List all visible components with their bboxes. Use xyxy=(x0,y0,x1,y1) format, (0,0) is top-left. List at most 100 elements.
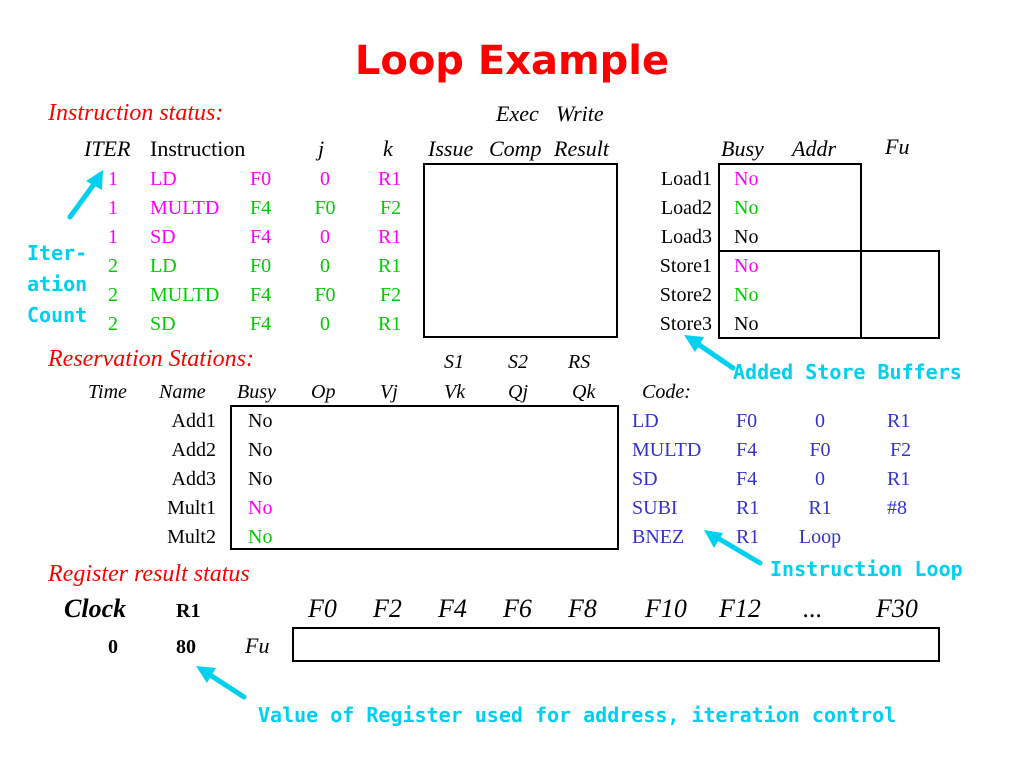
instruction-j: F0 xyxy=(314,197,336,219)
instruction-op: MULTD xyxy=(150,284,220,306)
code-op: MULTD xyxy=(632,439,702,461)
buffer-busy: No xyxy=(734,197,759,219)
instruction-j: 0 xyxy=(320,168,330,190)
col-busy: Busy xyxy=(721,136,764,161)
clock-label: Clock xyxy=(64,594,127,623)
col-fu: Fu xyxy=(885,134,910,159)
col-comp: Comp xyxy=(489,136,542,161)
buffer-name: Load3 xyxy=(660,226,712,248)
buffer-busy: No xyxy=(734,313,759,335)
rs-busy: No xyxy=(248,468,273,490)
instruction-k: F2 xyxy=(380,197,402,219)
code-arg1: R1 xyxy=(736,497,760,519)
code-arg2: R1 xyxy=(808,497,832,519)
code-op: LD xyxy=(632,410,659,432)
col-qk: Qk xyxy=(572,381,596,403)
col-issue: Issue xyxy=(428,136,474,161)
r1-value: 80 xyxy=(176,636,196,658)
col-vk: Vk xyxy=(444,381,466,403)
code-op: SUBI xyxy=(632,497,678,519)
code-arg3: #8 xyxy=(887,497,907,519)
arrowhead xyxy=(704,530,723,548)
instruction-j: 0 xyxy=(320,313,330,335)
arrowhead xyxy=(684,335,704,352)
added-store-buffers-note: Added Store Buffers xyxy=(733,360,962,384)
instruction-dest: F0 xyxy=(250,168,272,190)
register-status-box xyxy=(292,627,940,662)
rs-name: Mult2 xyxy=(167,526,216,548)
buffer-name: Store2 xyxy=(659,284,712,306)
rs-name: Mult1 xyxy=(167,497,216,519)
instruction-k: R1 xyxy=(378,255,402,277)
annotation-line: ation xyxy=(27,272,88,296)
code-arg1: R1 xyxy=(736,526,760,548)
col-code: Code: xyxy=(642,381,691,403)
reg-f6: F6 xyxy=(503,594,532,623)
buffer-name: Store1 xyxy=(659,255,712,277)
arrow-instruction-loop xyxy=(713,534,763,566)
rs-name: Add3 xyxy=(171,468,216,490)
instruction-dest: F4 xyxy=(250,313,272,335)
code-arg3: F2 xyxy=(890,439,912,461)
rs-busy: No xyxy=(248,526,273,548)
code-arg2: 0 xyxy=(815,468,825,490)
header-write: Write xyxy=(556,101,604,126)
iteration-count-note: Iter- ation Count xyxy=(27,238,87,331)
iter-value: 2 xyxy=(108,313,118,335)
col-instruction: Instruction xyxy=(150,136,246,161)
code-arg3: R1 xyxy=(887,410,911,432)
buffer-busy: No xyxy=(734,168,759,190)
reg-f4: F4 xyxy=(438,594,467,623)
code-op: BNEZ xyxy=(632,526,685,548)
reg-f30: F30 xyxy=(876,594,918,623)
reg-ellipsis: ... xyxy=(803,594,823,623)
instruction-k: R1 xyxy=(378,313,402,335)
reg-f8: F8 xyxy=(568,594,597,623)
col-qj: Qj xyxy=(508,381,528,403)
code-arg2: Loop xyxy=(798,526,842,548)
buffer-busy: No xyxy=(734,226,759,248)
page-title: Loop Example xyxy=(354,38,670,84)
instruction-op: LD xyxy=(150,168,177,190)
arrow-store-buffers xyxy=(692,339,736,371)
col-name: Name xyxy=(159,381,206,403)
col-iter: ITER xyxy=(84,136,131,161)
header-rs: RS xyxy=(568,351,591,373)
instruction-dest: F4 xyxy=(250,226,272,248)
code-arg1: F4 xyxy=(736,439,758,461)
reg-f2: F2 xyxy=(373,594,402,623)
header-s2: S2 xyxy=(508,351,528,373)
instruction-op: LD xyxy=(150,255,177,277)
instruction-j: 0 xyxy=(320,226,330,248)
reg-f12: F12 xyxy=(719,594,761,623)
instruction-k: R1 xyxy=(378,226,402,248)
buffer-busy: No xyxy=(734,284,759,306)
buffer-name: Load2 xyxy=(660,197,712,219)
col-j: j xyxy=(318,136,325,161)
iter-value: 1 xyxy=(108,197,118,219)
reg-f10: F10 xyxy=(645,594,687,623)
code-op: SD xyxy=(632,468,658,490)
rs-busy: No xyxy=(248,497,273,519)
iter-value: 2 xyxy=(108,284,118,306)
col-result: Result xyxy=(554,136,609,161)
reg-f0: F0 xyxy=(308,594,337,623)
buffer-name: Store3 xyxy=(659,313,712,335)
instruction-op: SD xyxy=(150,226,176,248)
col-time: Time xyxy=(88,381,127,403)
rs-name: Add1 xyxy=(171,410,216,432)
iter-value: 1 xyxy=(108,226,118,248)
instruction-k: F2 xyxy=(380,284,402,306)
arrowhead xyxy=(196,666,216,683)
rs-busy: No xyxy=(248,410,273,432)
code-arg3: R1 xyxy=(887,468,911,490)
iter-value: 2 xyxy=(108,255,118,277)
arrow-iteration-count xyxy=(67,177,100,220)
instruction-status-label: Instruction status: xyxy=(48,100,224,126)
header-s1: S1 xyxy=(444,351,464,373)
rs-busy: No xyxy=(248,439,273,461)
clock-value: 0 xyxy=(108,636,118,658)
register-status-label: Register result status xyxy=(48,561,250,587)
r1-label: R1 xyxy=(176,600,201,622)
code-arg2: 0 xyxy=(815,410,825,432)
